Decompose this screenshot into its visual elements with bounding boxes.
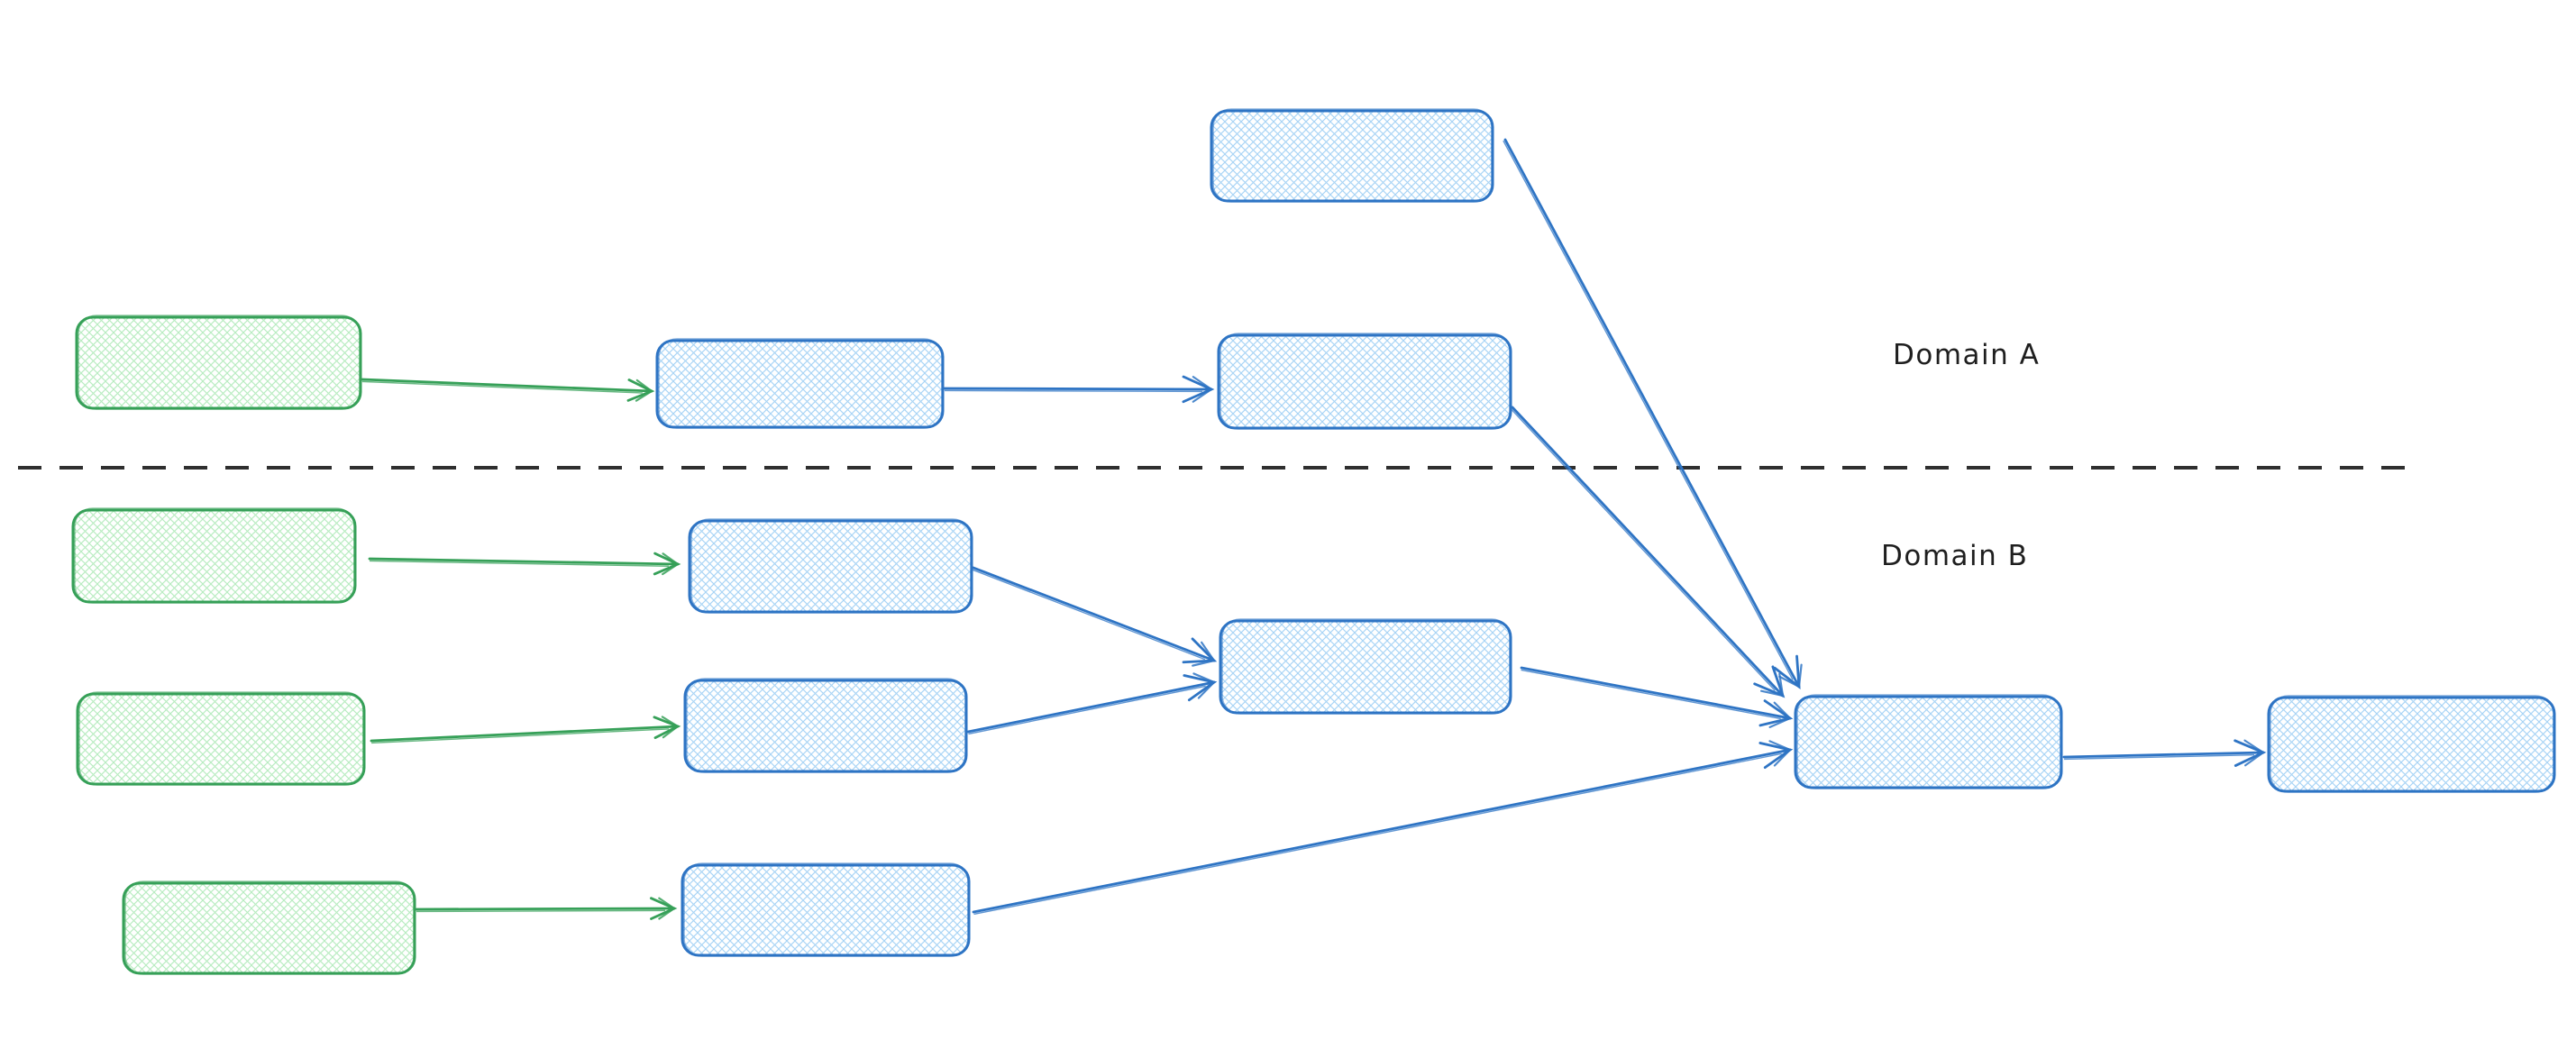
arrow-a2-to-aggregate-arrowhead bbox=[1760, 672, 1785, 698]
nodes-layer bbox=[71, 108, 2556, 975]
arrow-green-b1-arrowhead bbox=[662, 552, 680, 576]
box-blue-b3-sketch-outline bbox=[683, 862, 969, 957]
arrow-aggregate-to-output-line-sketch bbox=[2064, 753, 2255, 761]
box-blue-output[interactable] bbox=[2267, 695, 2556, 793]
arrow-a2-to-aggregate-line bbox=[1511, 406, 1785, 698]
arrow-green-b2[interactable] bbox=[370, 716, 681, 744]
arrow-green-b1-line-sketch bbox=[369, 560, 669, 567]
arrow-b2-to-merge-arrowhead bbox=[1192, 672, 1216, 699]
arrow-merge-to-aggregate-line bbox=[1520, 666, 1792, 720]
box-blue-b1[interactable] bbox=[688, 518, 973, 614]
box-blue-a1[interactable] bbox=[655, 338, 945, 429]
arrow-green-a-arrowhead bbox=[635, 379, 653, 402]
arrow-green-a-line-sketch bbox=[361, 380, 643, 394]
arrow-aggregate-to-output-arrowhead bbox=[2243, 739, 2265, 767]
arrow-green-b3-line-sketch bbox=[416, 909, 666, 913]
box-blue-a1-shape bbox=[655, 339, 945, 429]
box-blue-aggregate[interactable] bbox=[1794, 694, 2063, 789]
box-green-a[interactable] bbox=[75, 315, 362, 410]
box-blue-a2[interactable] bbox=[1217, 333, 1512, 430]
arrow-b3-to-aggregate-arrowhead bbox=[1768, 740, 1792, 767]
arrow-b1-to-merge[interactable] bbox=[972, 566, 1218, 667]
arrow-green-b3[interactable] bbox=[415, 897, 678, 920]
box-blue-b3[interactable] bbox=[681, 862, 971, 957]
box-blue-merge-b-shape bbox=[1219, 619, 1512, 715]
domain-a-label[interactable]: Domain A bbox=[1893, 339, 2040, 371]
arrow-green-b2-line-sketch bbox=[371, 728, 670, 744]
arrow-top-to-aggregate-line bbox=[1503, 138, 1801, 689]
box-blue-b2-shape bbox=[683, 679, 968, 773]
arrow-merge-to-aggregate[interactable] bbox=[1520, 666, 1794, 728]
box-green-b3-shape bbox=[122, 881, 416, 975]
arrow-b1-to-merge-line-sketch bbox=[972, 569, 1206, 661]
box-green-b3[interactable] bbox=[122, 880, 416, 975]
arrow-b2-to-merge[interactable] bbox=[966, 672, 1218, 735]
arrow-a2-to-aggregate-line-sketch bbox=[1510, 408, 1776, 691]
arrow-merge-to-aggregate-arrowhead bbox=[1768, 701, 1792, 728]
arrow-top-to-aggregate[interactable] bbox=[1503, 138, 1803, 690]
box-blue-b1-sketch-outline bbox=[690, 518, 972, 614]
box-top-blue-sketch-outline bbox=[1212, 108, 1493, 203]
box-blue-aggregate-shape bbox=[1794, 695, 2063, 789]
arrow-b1-to-merge-line bbox=[972, 566, 1216, 662]
arrow-b2-to-merge-line-sketch bbox=[968, 685, 1206, 735]
box-top-blue[interactable] bbox=[1210, 108, 1494, 203]
box-blue-b2[interactable] bbox=[683, 678, 968, 773]
box-top-blue-shape bbox=[1210, 109, 1494, 203]
arrow-aggregate-to-output-line bbox=[2062, 751, 2265, 759]
arrow-b3-to-aggregate-line-sketch bbox=[973, 753, 1782, 916]
edges-layer bbox=[361, 138, 2267, 920]
arrow-b2-to-merge-line bbox=[966, 680, 1216, 734]
arrow-green-b3-arrowhead bbox=[658, 897, 676, 920]
arrow-green-a-line bbox=[361, 378, 653, 393]
box-green-b1-sketch-outline bbox=[74, 507, 355, 604]
box-blue-b2-sketch-outline bbox=[686, 678, 966, 773]
box-green-b2-sketch-outline bbox=[78, 691, 364, 786]
box-blue-merge-b[interactable] bbox=[1219, 618, 1512, 715]
arrow-a1-a2[interactable] bbox=[943, 375, 1215, 404]
box-green-a-sketch-outline bbox=[78, 315, 361, 410]
arrow-a1-a2-arrowhead bbox=[1192, 376, 1213, 403]
box-blue-a2-sketch-outline bbox=[1219, 333, 1511, 430]
box-blue-b3-shape bbox=[681, 863, 971, 957]
box-green-b1[interactable] bbox=[71, 507, 357, 604]
box-blue-output-shape bbox=[2267, 696, 2556, 793]
arrow-green-b1-line bbox=[368, 557, 680, 566]
box-blue-merge-b-sketch-outline bbox=[1221, 618, 1511, 715]
box-blue-output-sketch-outline bbox=[2270, 695, 2554, 793]
arrow-b3-to-aggregate-line bbox=[972, 748, 1792, 914]
domain-b-label[interactable]: Domain B bbox=[1881, 540, 2028, 572]
arrow-green-b2-arrowhead bbox=[661, 716, 680, 739]
arrow-a2-to-aggregate[interactable] bbox=[1510, 406, 1786, 698]
arrow-green-b1[interactable] bbox=[368, 552, 681, 576]
arrow-aggregate-to-output[interactable] bbox=[2062, 739, 2267, 767]
arrow-b1-to-merge-arrowhead bbox=[1192, 641, 1216, 667]
labels-layer: Domain A Domain B bbox=[1881, 339, 2040, 572]
box-blue-b1-shape bbox=[688, 519, 973, 614]
arrow-b3-to-aggregate[interactable] bbox=[972, 740, 1794, 916]
box-blue-a1-sketch-outline bbox=[658, 338, 943, 429]
box-blue-a2-shape bbox=[1217, 333, 1512, 430]
box-green-a-shape bbox=[75, 315, 362, 410]
box-green-b3-sketch-outline bbox=[124, 880, 415, 975]
arrow-green-a[interactable] bbox=[361, 378, 655, 402]
arrow-top-to-aggregate-line-sketch bbox=[1503, 140, 1794, 680]
arrow-merge-to-aggregate-line-sketch bbox=[1521, 669, 1781, 720]
box-green-b2-shape bbox=[76, 692, 366, 786]
arrow-green-b2-line bbox=[370, 725, 680, 743]
box-blue-aggregate-sketch-outline bbox=[1796, 694, 2061, 789]
arrow-a1-a2-line-sketch bbox=[944, 389, 1202, 393]
box-green-b1-shape bbox=[71, 508, 357, 604]
arrow-a1-a2-line bbox=[943, 387, 1213, 391]
box-green-b2[interactable] bbox=[76, 691, 366, 786]
arrow-top-to-aggregate-arrowhead bbox=[1778, 663, 1803, 689]
arrow-green-b3-line bbox=[415, 907, 676, 911]
